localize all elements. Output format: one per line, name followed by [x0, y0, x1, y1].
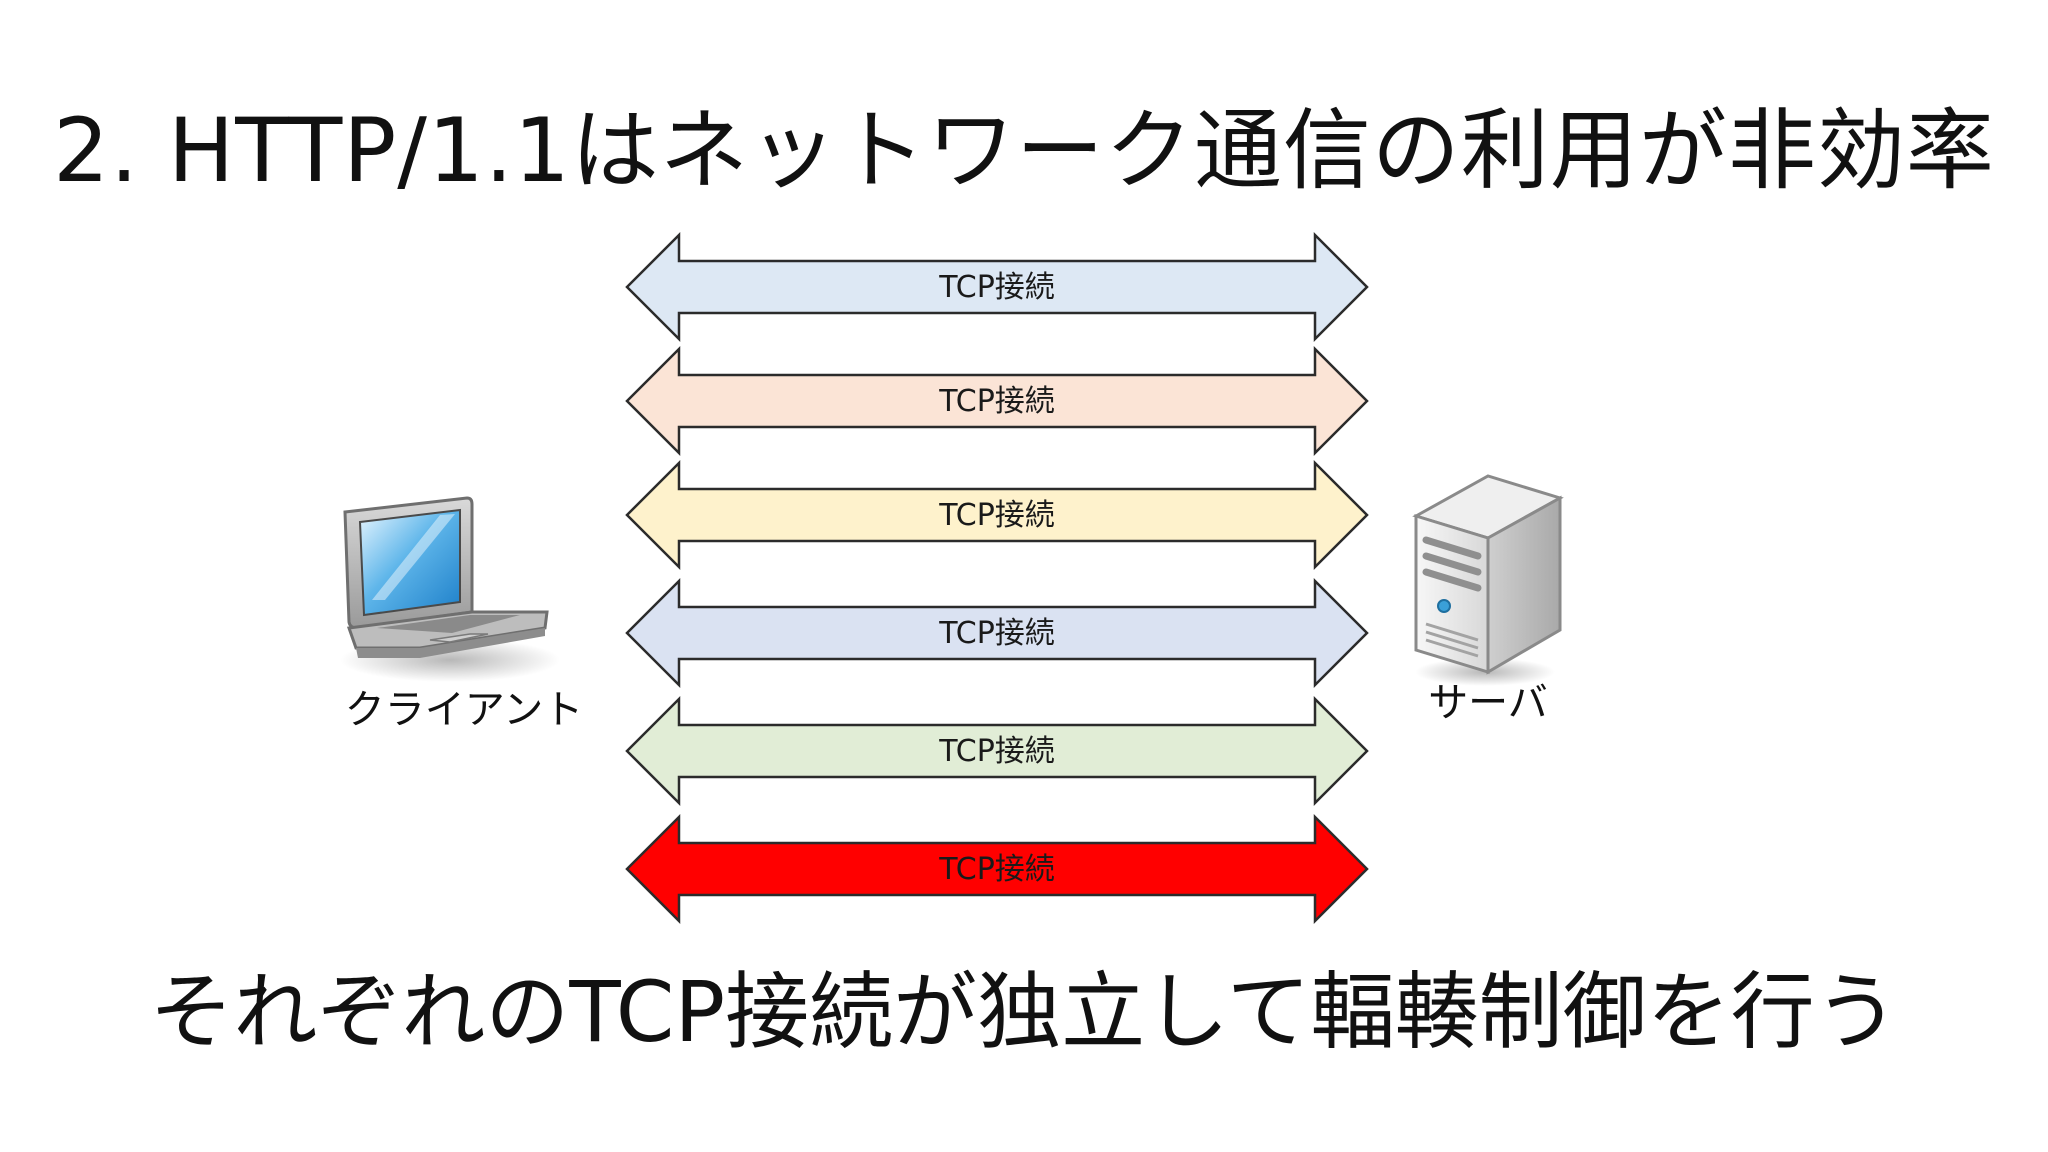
- server-icon: [1412, 474, 1564, 686]
- laptop-icon: [340, 496, 560, 682]
- tcp-connection-arrow-6: [625, 813, 1369, 925]
- tcp-connection-arrow-5: [625, 695, 1369, 807]
- tcp-connection-arrow-1: [625, 231, 1369, 343]
- connection-arrows: TCP接続 TCP接続 TCP接続 TCP接続 TCP接続 TCP接続: [625, 231, 1369, 925]
- tcp-connection-label-6: TCP接続: [938, 852, 1055, 887]
- tcp-connection-arrow-2: [625, 345, 1369, 457]
- page-title: 2. HTTP/1.1はネットワーク通信の利用が非効率: [53, 99, 1995, 202]
- caption: それぞれのTCP接続が独立して輻輳制御を行う: [149, 963, 1899, 1061]
- tcp-connection-label-5: TCP接続: [938, 734, 1055, 769]
- tcp-connection-label-2: TCP接続: [938, 384, 1055, 419]
- client-label: クライアント: [345, 687, 583, 733]
- server-label: サーバ: [1428, 680, 1548, 726]
- tcp-connection-arrow-3: [625, 459, 1369, 571]
- tcp-connection-arrow-4: [625, 577, 1369, 689]
- tcp-connection-label-3: TCP接続: [938, 498, 1055, 533]
- tcp-connection-label-4: TCP接続: [938, 616, 1055, 651]
- tcp-connection-label-1: TCP接続: [938, 270, 1055, 305]
